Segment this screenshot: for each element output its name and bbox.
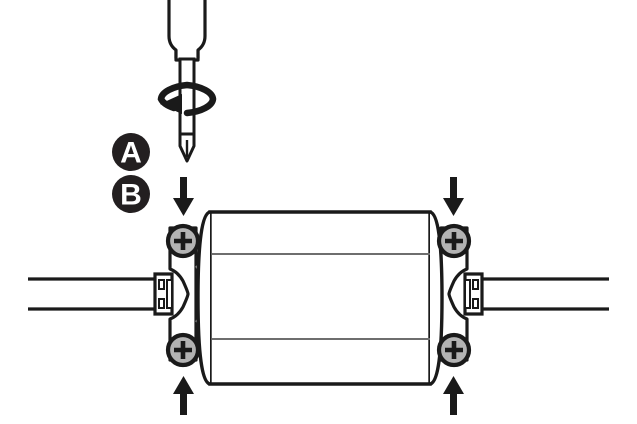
strain-relief-right-slot-top (472, 279, 479, 290)
step-badge-b-circle (112, 175, 150, 213)
arrow-bottom-left-up (173, 376, 194, 415)
arrow-top-left-head (173, 198, 194, 216)
screw-bottom-left (165, 332, 201, 368)
end-cap-right-flange (439, 226, 469, 362)
rotation-ring (157, 81, 217, 117)
arrow-bottom-right-head (443, 376, 464, 394)
step-badge-a: A (112, 133, 150, 171)
coupler-housing-body (208, 210, 432, 386)
strain-relief-left-rib (166, 279, 173, 309)
screw-bottom-left-phillips-slot (174, 341, 192, 359)
strain-relief-left-slot-top (158, 279, 165, 290)
strain-relief-right-rib (464, 279, 471, 309)
screw-top-right-phillips-slot (445, 232, 463, 250)
cable-left (28, 277, 158, 311)
rotation-arrowhead (160, 94, 182, 114)
phillips-screwdriver (157, 0, 217, 163)
step-badge-b-label: B (120, 179, 142, 212)
arrow-top-right-head (443, 198, 464, 216)
arrow-top-right-down (443, 177, 464, 216)
step-badge-a-label: A (120, 137, 142, 170)
arrow-bottom-right-shaft (450, 392, 457, 415)
screw-top-right (436, 223, 472, 259)
step-badge-b: B (112, 175, 150, 213)
cable-right (479, 277, 609, 311)
coupler-housing-left-bevel (196, 210, 211, 386)
coupler-housing-right-bevel (429, 210, 444, 386)
screwdriver-shaft (178, 57, 196, 137)
arrow-top-left-down (173, 177, 194, 216)
screw-top-left-phillips-slot (174, 232, 192, 250)
end-cap-left-flange (168, 226, 198, 362)
screw-bottom-right-phillips-slot (445, 341, 463, 359)
rotation-arrow-counterclockwise (157, 81, 217, 117)
strain-relief-left (153, 272, 174, 316)
arrow-bottom-right-up (443, 376, 464, 415)
arrow-top-left-shaft (180, 177, 187, 200)
step-badge-a-circle (112, 133, 150, 171)
arrow-top-right-shaft (450, 177, 457, 200)
screwdriver-handle (167, 0, 207, 60)
strain-relief-left-slot-bottom (158, 298, 165, 309)
screw-top-left (165, 223, 201, 259)
screw-bottom-right (436, 332, 472, 368)
strain-relief-right-slot-bottom (472, 298, 479, 309)
coupler-housing (196, 210, 444, 386)
strain-relief-right (463, 272, 484, 316)
arrow-bottom-left-shaft (180, 392, 187, 415)
arrow-bottom-left-head (173, 376, 194, 394)
